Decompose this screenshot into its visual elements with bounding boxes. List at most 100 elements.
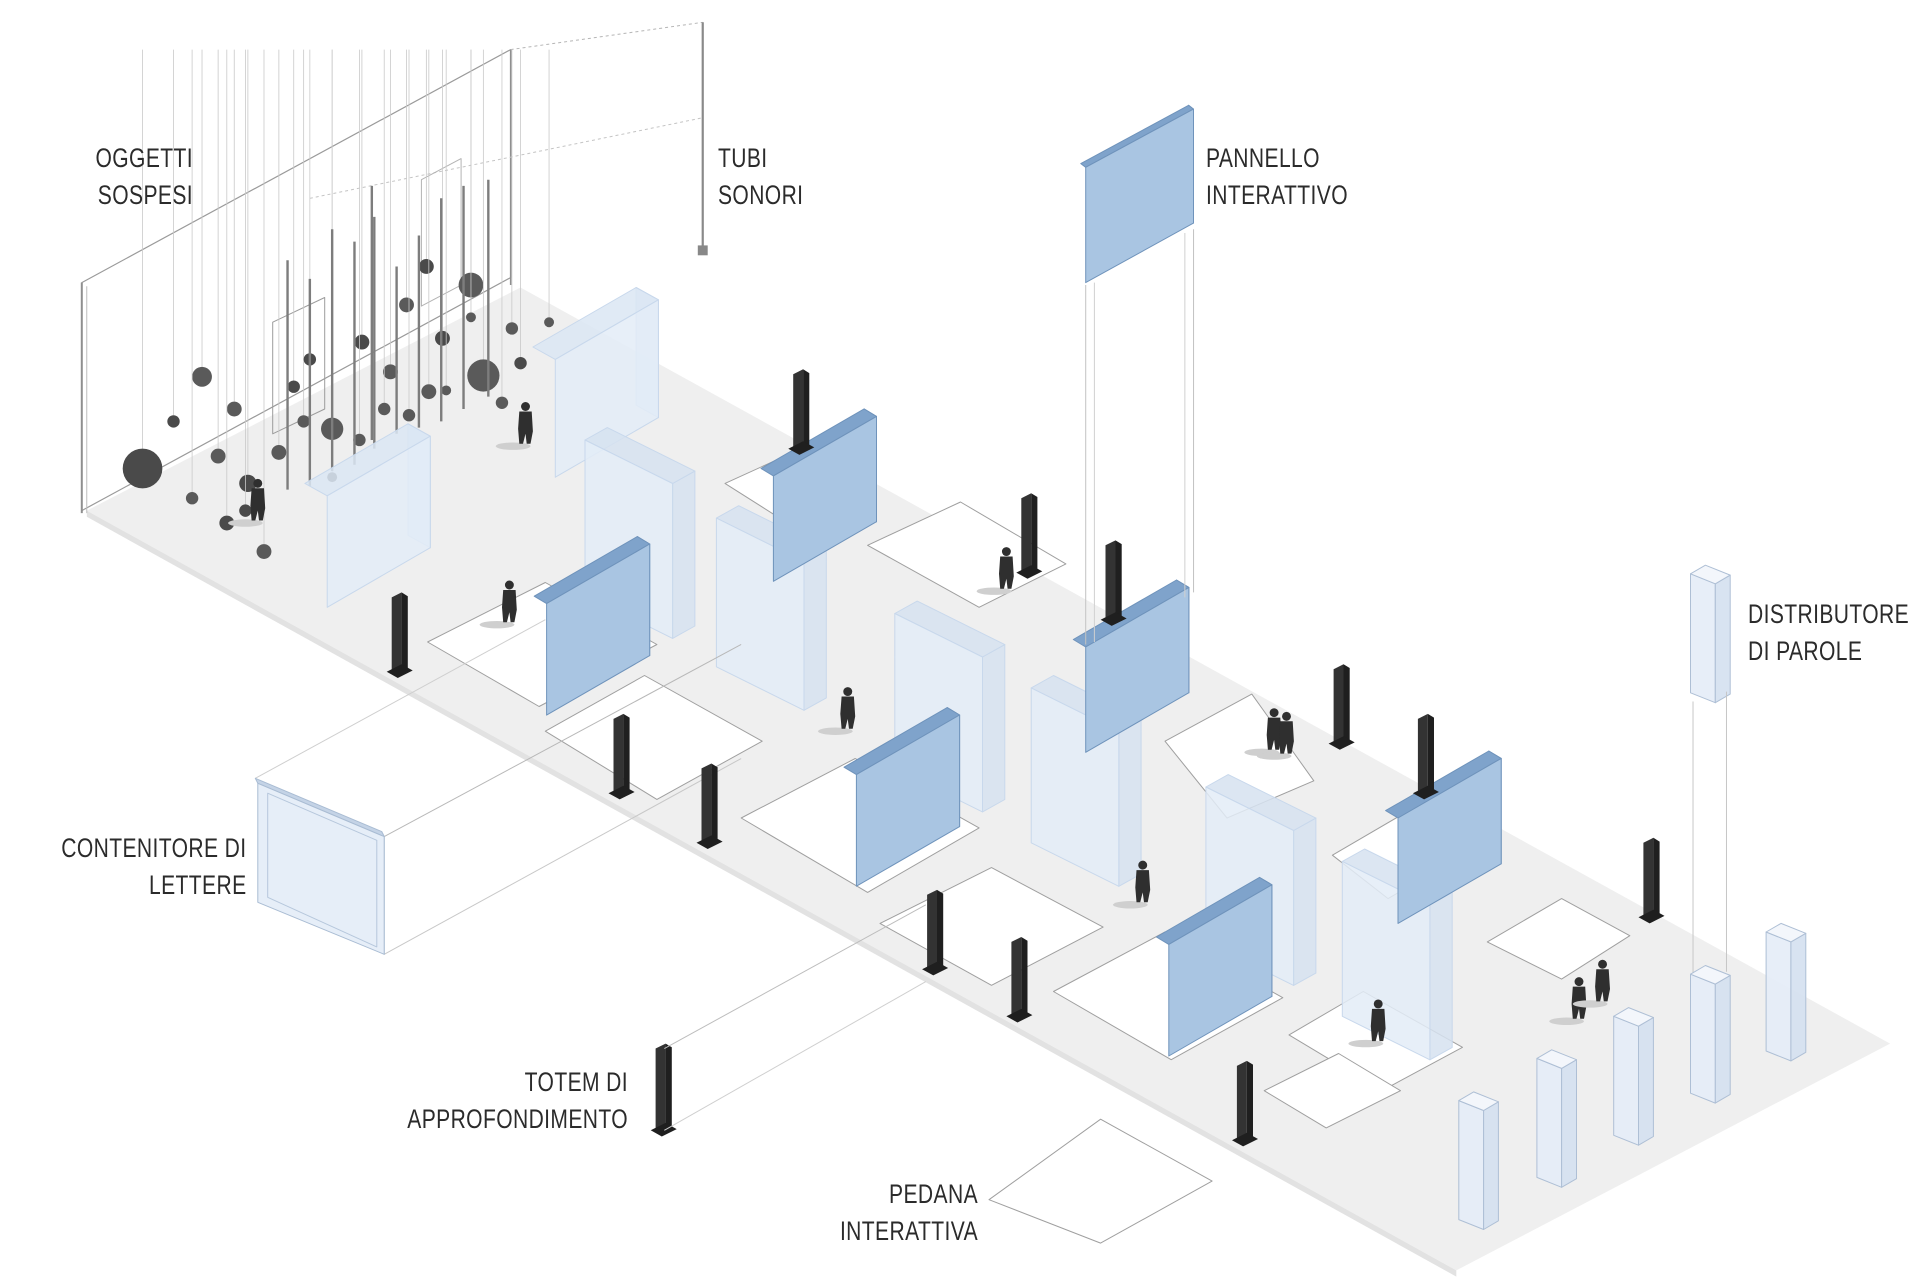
word-distributor-4-side (1561, 1059, 1577, 1188)
suspended-sphere-26 (353, 433, 366, 447)
totem-6-face (701, 763, 712, 846)
suspended-sphere-27 (402, 409, 416, 422)
label-tubi-sonori: TUBI SONORI (718, 140, 803, 214)
totem-10-side (1427, 713, 1434, 795)
label-pedana-line-2: INTERATTIVA (839, 1216, 978, 1246)
suspended-sphere-18 (467, 359, 500, 392)
totem-13-face (655, 1043, 666, 1133)
wall-panel-side-4-side (1118, 718, 1142, 887)
visitor-8-body (1279, 721, 1294, 754)
totem-5-base (608, 785, 635, 800)
visitor-3-shadow (479, 620, 515, 629)
totem-6-side (711, 763, 718, 844)
label-pedana-line-1: PEDANA (889, 1179, 978, 1209)
visitor-10-head (1574, 977, 1584, 987)
totem-4-base (386, 664, 413, 678)
visitor-4-head (1001, 547, 1011, 556)
suspended-sphere-16 (418, 259, 434, 274)
label-tubi-line-2: SONORI (718, 180, 804, 210)
suspended-sphere-28 (287, 380, 300, 393)
totem-1-base (788, 441, 815, 455)
totem-9-base (1328, 736, 1355, 750)
label-totem-line-2: APPROFONDIMENTO (407, 1104, 628, 1134)
contenitore-guide-back (255, 619, 546, 779)
label-tubi-line-1: TUBI (718, 143, 768, 173)
label-pedana-interattiva: PEDANA INTERATTIVA (840, 1176, 978, 1250)
visitor-4-shadow (976, 587, 1012, 595)
label-contenitore-line-2: LETTERE (149, 870, 247, 900)
word-distributor-2-face (1765, 931, 1792, 1062)
totem-2-base (1016, 565, 1043, 579)
label-distributore-line-2: DI PAROLE (1748, 636, 1863, 666)
visitor-6-shadow (1112, 901, 1148, 909)
totem-10-face (1417, 713, 1428, 796)
totem-2-side (1031, 493, 1038, 574)
visitor-6-head (1138, 860, 1148, 870)
suspended-sphere-31 (239, 504, 252, 517)
tube-frame (272, 297, 326, 435)
suspended-sphere-24 (466, 312, 476, 323)
word-distributor-3-top (1613, 1007, 1654, 1027)
totem-6-base (696, 835, 723, 849)
totem-13-side (665, 1043, 672, 1132)
word-distributor-3-face (1613, 1015, 1639, 1146)
totem-guide-bottom (664, 981, 927, 1131)
word-distributor-1-top (1690, 965, 1731, 985)
visitor-8-head (1282, 711, 1291, 721)
tube-rail-top (510, 21, 703, 51)
suspended-sphere-2 (192, 366, 212, 387)
distributore-floating-side (1714, 574, 1731, 704)
label-distributore-di-parole: DISTRIBUTORE DI PAROLE (1748, 596, 1909, 670)
visitor-2-shadow (228, 519, 263, 527)
suspended-sphere-22 (514, 356, 527, 370)
label-pannello-interattivo: PANNELLO INTERATTIVO (1206, 140, 1348, 214)
totem-4-face (391, 592, 402, 675)
label-totem-line-1: TOTEM DI (524, 1067, 628, 1097)
visitor-1-head (521, 402, 530, 411)
totem-12-base (1232, 1132, 1258, 1147)
interactive-pad-6 (867, 501, 1067, 608)
word-distributor-5-face (1458, 1100, 1485, 1230)
visitor-9-head (1373, 999, 1383, 1009)
visitor-3-head (504, 580, 514, 590)
label-distributore-line-1: DISTRIBUTORE (1748, 599, 1910, 629)
totem-11-side (1653, 837, 1660, 919)
totem-1-side (803, 369, 810, 450)
visitor-2-head (253, 478, 263, 488)
word-distributor-1-side (1714, 974, 1731, 1104)
visitor-11-body (1595, 969, 1610, 1002)
suspended-sphere-21 (495, 396, 509, 410)
suspended-sphere-3 (226, 401, 242, 417)
label-contenitore-line-1: CONTENITORE DI (61, 833, 247, 863)
interactive-panel-6-face (1397, 757, 1502, 924)
wall-panel-back-1-face (554, 299, 659, 478)
label-contenitore-di-lettere: CONTENITORE DI LETTERE (62, 830, 247, 904)
wall-panel-side-3-side (982, 644, 1006, 813)
suspended-sphere-19 (435, 330, 450, 346)
suspended-sphere-4 (167, 415, 180, 428)
totem-8-side (1021, 937, 1028, 1018)
visitor-1-shadow (495, 442, 531, 450)
tube-rail-cap (697, 245, 708, 256)
wall-panel-side-5-side (1293, 817, 1317, 986)
label-pannello-line-2: INTERATTIVO (1206, 180, 1348, 210)
totem-5-side (623, 713, 630, 795)
visitor-7-body (1266, 717, 1282, 750)
suspended-sphere-23 (505, 322, 519, 335)
visitor-2-body (250, 488, 266, 521)
wall-panel-side-1-side (672, 470, 696, 639)
totem-9-side (1343, 664, 1350, 745)
visitor-5-head (843, 687, 853, 697)
suspended-sphere-33 (441, 385, 452, 396)
visitor-3-body (502, 590, 517, 623)
totem-7-face (927, 889, 937, 972)
wall-panel-side-6-side (1429, 892, 1453, 1061)
visitor-6-body (1135, 870, 1151, 903)
visitor-8-shadow (1256, 752, 1292, 760)
visitor-4-body (999, 556, 1014, 589)
label-pannello-line-1: PANNELLO (1206, 143, 1320, 173)
distributore-floating-top (1690, 564, 1731, 585)
distributore-floating-face (1690, 573, 1716, 704)
visitor-7-head (1269, 708, 1279, 718)
tube-rail-mid (309, 117, 703, 199)
